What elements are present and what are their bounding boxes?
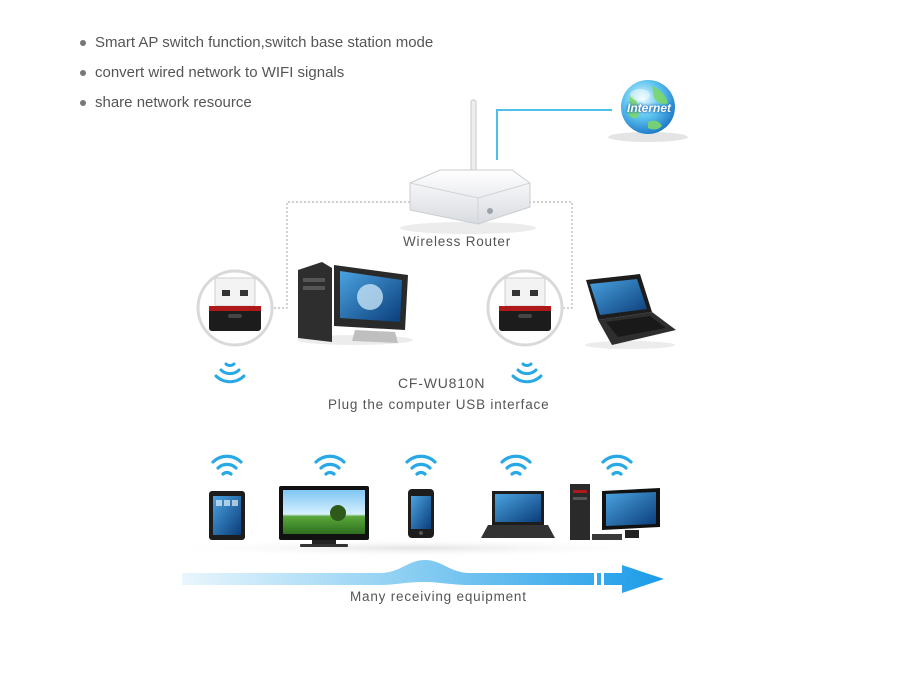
- wifi-icon: [211, 454, 243, 476]
- dotted-connections: [268, 201, 573, 309]
- wifi-icon: [500, 454, 532, 476]
- smartphone-icon: [408, 489, 434, 538]
- laptop-icon: [481, 491, 555, 538]
- usb-adapter-icon: [196, 269, 274, 347]
- wifi-icon: [314, 454, 346, 476]
- bullet-dot-icon: [80, 100, 86, 106]
- router-label: Wireless Router: [403, 234, 512, 249]
- wifi-icon: [214, 362, 246, 384]
- wifi-icon: [601, 454, 633, 476]
- tv-icon: [279, 486, 369, 547]
- wifi-icon: [511, 362, 543, 384]
- desktop-computer-icon: [297, 262, 413, 345]
- wireless-router-icon: [400, 99, 536, 234]
- internet-cable: [496, 109, 612, 160]
- laptop-icon: [585, 274, 676, 349]
- usb-interface-label: Plug the computer USB interface: [328, 397, 550, 412]
- desktop-computer-icon: [570, 484, 660, 540]
- receiving-equipment-label: Many receiving equipment: [350, 589, 527, 604]
- internet-globe-icon: [608, 80, 688, 142]
- feature-list: Smart AP switch function,switch base sta…: [80, 28, 433, 118]
- feature-text: convert wired network to WIFI signals: [95, 64, 345, 81]
- bullet-dot-icon: [80, 40, 86, 46]
- feature-text: Smart AP switch function,switch base sta…: [95, 34, 434, 51]
- tablet-icon: [209, 491, 245, 540]
- floor-shadow: [155, 539, 675, 557]
- model-label: CF-WU810N: [398, 375, 486, 391]
- feature-item: convert wired network to WIFI signals: [80, 58, 433, 88]
- feature-item: share network resource: [80, 88, 433, 118]
- usb-adapter-icon: [486, 269, 564, 347]
- arrow-icon: [182, 560, 664, 593]
- feature-item: Smart AP switch function,switch base sta…: [80, 28, 433, 58]
- feature-text: share network resource: [95, 94, 252, 111]
- bullet-dot-icon: [80, 70, 86, 76]
- wifi-icon: [405, 454, 437, 476]
- internet-label: Internet: [626, 101, 671, 115]
